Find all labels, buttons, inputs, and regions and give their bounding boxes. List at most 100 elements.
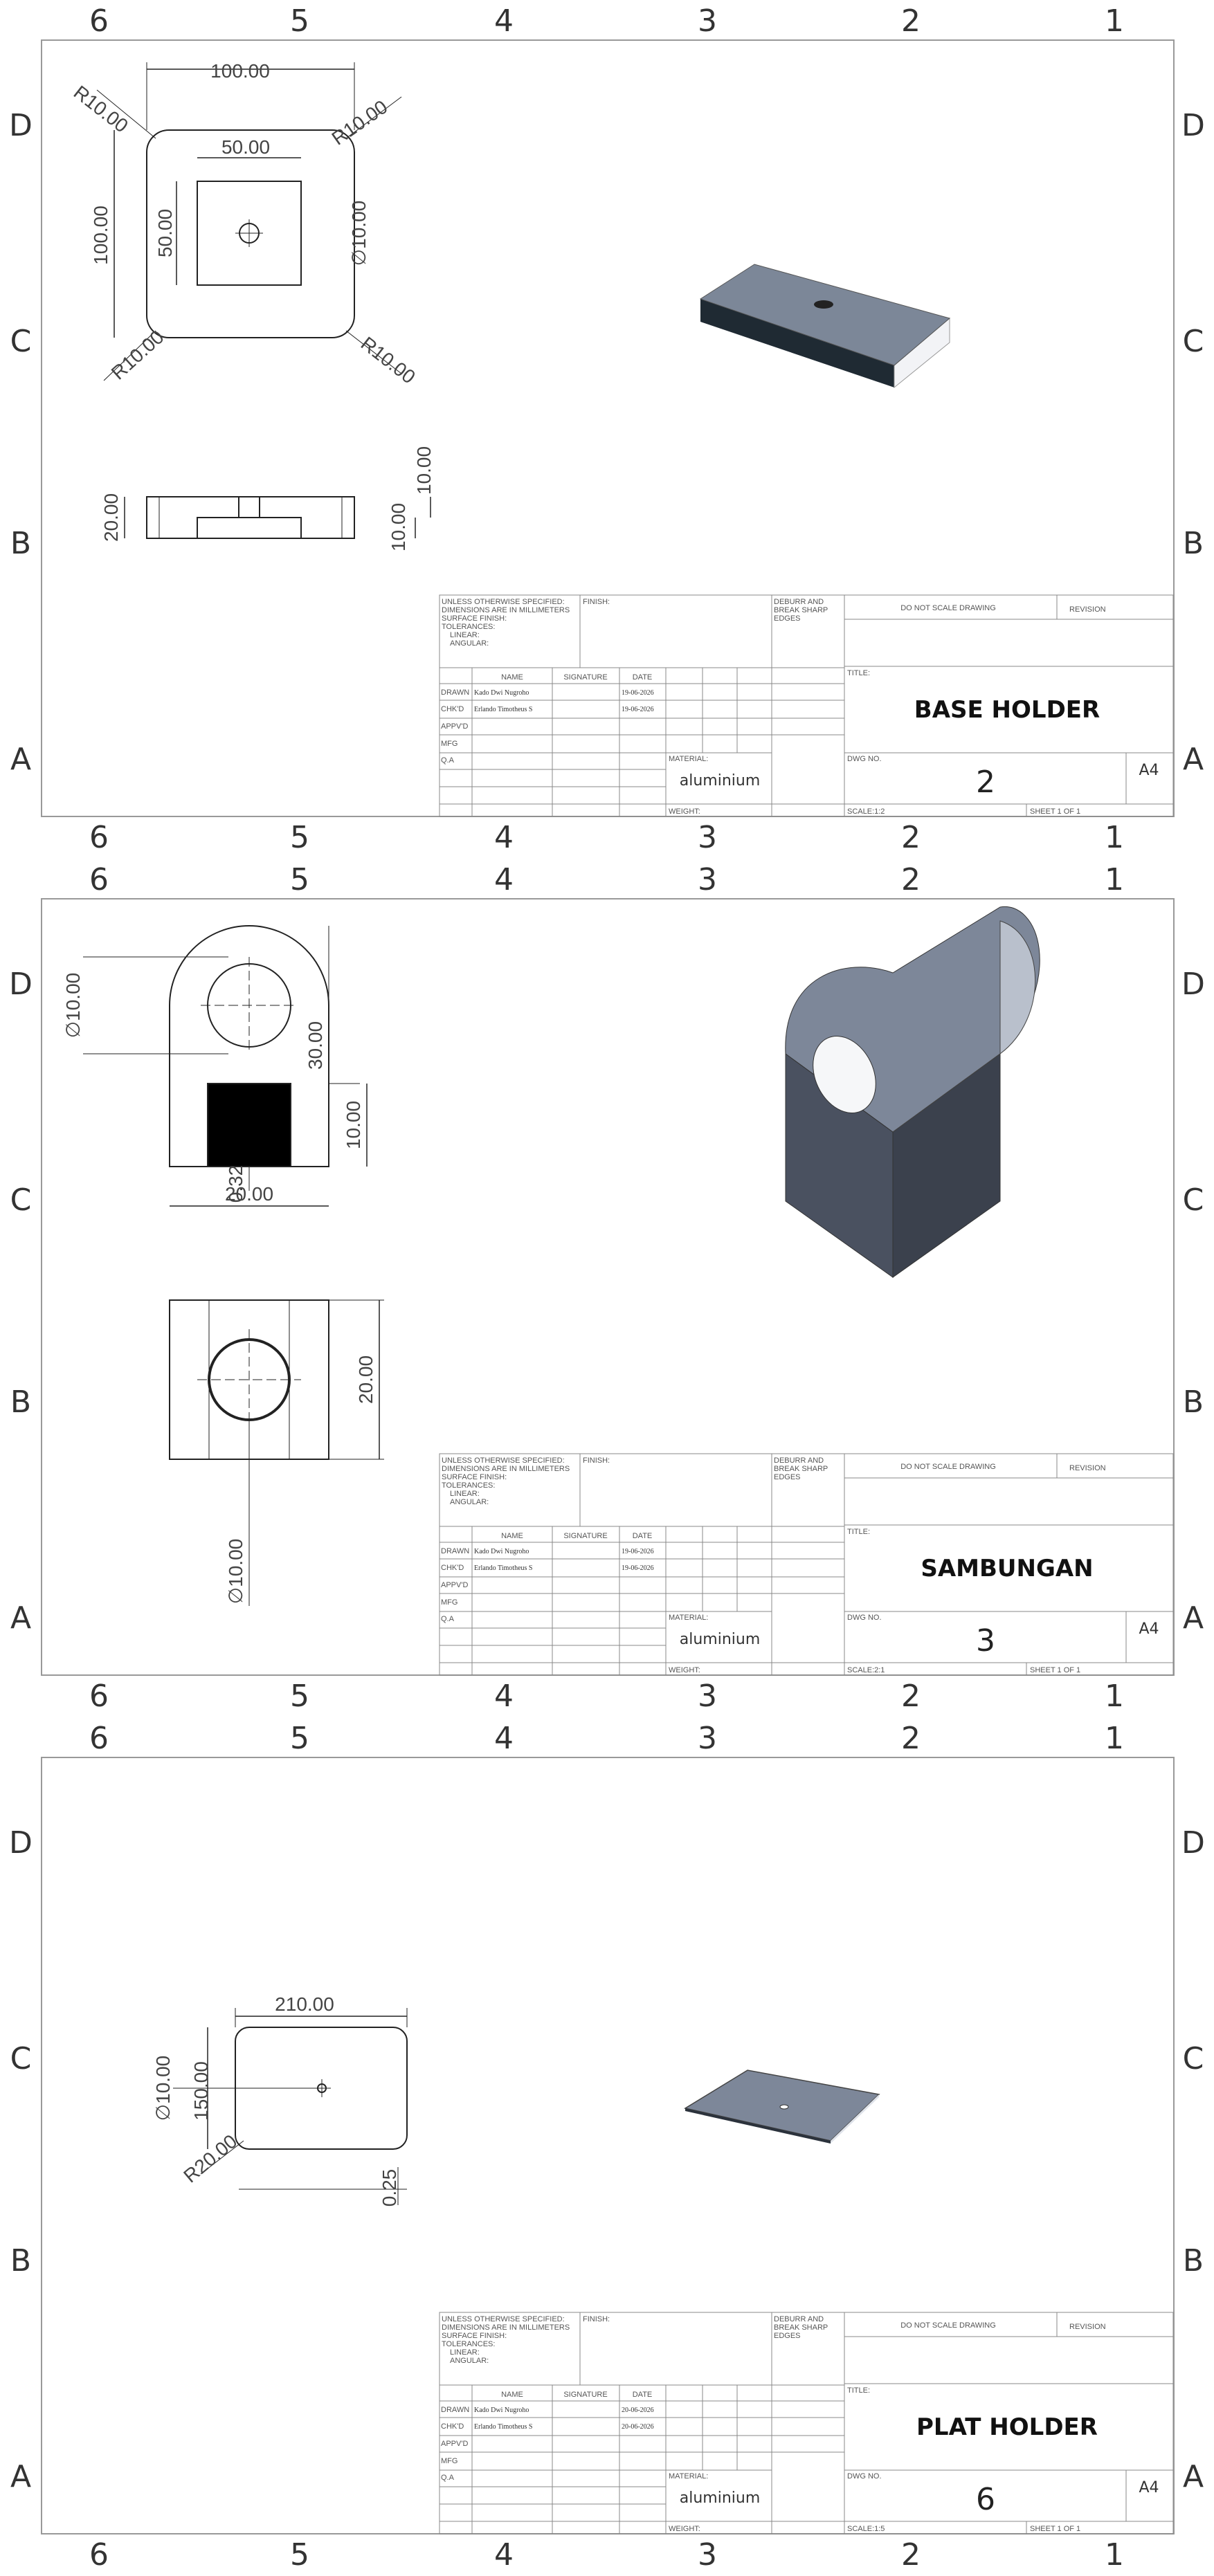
svg-text:UNLESS OTHERWISE SPECIFIED:: UNLESS OTHERWISE SPECIFIED: bbox=[442, 2315, 565, 2323]
drawn-date: 20-06-2026 bbox=[622, 2406, 654, 2414]
svg-text:ANGULAR:: ANGULAR: bbox=[450, 639, 489, 648]
zone-label: 5 bbox=[290, 2537, 309, 2573]
scale: SCALE:1:5 bbox=[847, 2525, 885, 2533]
zone-label: C bbox=[10, 1182, 32, 1218]
zone-col-labels-top: 6 5 4 3 2 1 bbox=[89, 3, 1124, 39]
zone-col-labels-bottom: 6 5 4 3 2 1 bbox=[89, 820, 1124, 855]
zone-label: C bbox=[1183, 2041, 1204, 2076]
svg-text:MFG: MFG bbox=[441, 740, 457, 748]
zone-label: 4 bbox=[494, 1679, 514, 1714]
isometric-view bbox=[785, 906, 1040, 1278]
svg-text:REVISION: REVISION bbox=[1069, 1464, 1106, 1472]
svg-text:BREAK SHARP: BREAK SHARP bbox=[774, 2323, 828, 2332]
zone-col-labels-bottom: 6 5 4 3 2 1 bbox=[89, 1679, 1124, 1714]
zone-label: 3 bbox=[698, 820, 717, 855]
checked-date: 20-06-2026 bbox=[622, 2423, 654, 2431]
zone-label: 2 bbox=[901, 3, 921, 39]
svg-text:DWG NO.: DWG NO. bbox=[847, 755, 882, 763]
zone-row-labels: D C B A D C B A bbox=[9, 108, 1205, 777]
checked-by: Erlando Timotheus S bbox=[474, 2423, 532, 2431]
dimension-radius: R10.00 bbox=[107, 326, 168, 383]
scale: SCALE:2:1 bbox=[847, 1666, 885, 1674]
zone-label: 4 bbox=[494, 820, 514, 855]
drawing-number: 2 bbox=[976, 765, 995, 800]
scale: SCALE:1:2 bbox=[847, 807, 885, 816]
svg-text:UNLESS OTHERWISE SPECIFIED:: UNLESS OTHERWISE SPECIFIED: bbox=[442, 1456, 565, 1465]
drawn-by: Kado Dwi Nugroho bbox=[474, 2406, 529, 2414]
svg-text:REVISION: REVISION bbox=[1069, 2323, 1106, 2331]
zone-label: A bbox=[1183, 1600, 1204, 1636]
dimension-hole: ∅10.00 bbox=[348, 201, 370, 266]
svg-text:SURFACE FINISH:: SURFACE FINISH: bbox=[442, 614, 507, 623]
material-value: aluminium bbox=[680, 772, 761, 789]
svg-text:ANGULAR:: ANGULAR: bbox=[450, 1498, 489, 1506]
svg-text:TITLE:: TITLE: bbox=[847, 2386, 870, 2395]
svg-text:DATE: DATE bbox=[633, 673, 653, 682]
zone-label: D bbox=[1181, 967, 1205, 1002]
dimension-width: 20.00 bbox=[225, 1183, 273, 1205]
checked-date: 19-06-2026 bbox=[622, 1564, 654, 1572]
svg-text:SIGNATURE: SIGNATURE bbox=[563, 673, 607, 682]
top-view bbox=[96, 62, 402, 381]
svg-text:SIGNATURE: SIGNATURE bbox=[563, 2391, 607, 2399]
zone-label: D bbox=[9, 108, 33, 143]
drawing-title: BASE HOLDER bbox=[914, 696, 1100, 724]
dimension-radius: R10.00 bbox=[70, 82, 132, 137]
checked-by: Erlando Timotheus S bbox=[474, 1564, 532, 1572]
zone-label: D bbox=[9, 1825, 33, 1861]
isometric-view bbox=[684, 2070, 880, 2144]
svg-text:BREAK SHARP: BREAK SHARP bbox=[774, 1465, 828, 1473]
svg-text:NAME: NAME bbox=[501, 673, 523, 682]
zone-label: 2 bbox=[901, 2537, 921, 2573]
drawing-sheet-1: 6 5 4 3 2 1 6 5 4 3 2 1 D C B A D C B A bbox=[0, 0, 1214, 859]
sheet-svg: 6 5 4 3 2 1 6 5 4 3 2 1 D C B A D C B A bbox=[9, 1721, 1205, 2573]
zone-label: 6 bbox=[89, 1679, 109, 1714]
dimension-inner-width: 50.00 bbox=[221, 136, 270, 158]
zone-label: 1 bbox=[1105, 3, 1124, 39]
sheet-count: SHEET 1 OF 1 bbox=[1030, 807, 1080, 816]
svg-text:FINISH:: FINISH: bbox=[583, 2315, 610, 2323]
zone-label: 3 bbox=[698, 3, 717, 39]
svg-text:DIMENSIONS ARE IN MILLIMETERS: DIMENSIONS ARE IN MILLIMETERS bbox=[442, 2323, 570, 2332]
bottom-view bbox=[169, 1299, 384, 1606]
svg-text:DO NOT SCALE DRAWING: DO NOT SCALE DRAWING bbox=[900, 604, 996, 612]
zone-label: 1 bbox=[1105, 2537, 1124, 2573]
zone-label: 2 bbox=[901, 1679, 921, 1714]
zone-label: D bbox=[1181, 1825, 1205, 1861]
front-view bbox=[83, 925, 368, 1207]
zone-label: 6 bbox=[89, 862, 109, 897]
zone-label: 5 bbox=[290, 1721, 309, 1756]
svg-text:ANGULAR:: ANGULAR: bbox=[450, 2357, 489, 2365]
drawn-date: 19-06-2026 bbox=[622, 1548, 654, 1555]
svg-text:LINEAR:: LINEAR: bbox=[450, 1490, 480, 1498]
svg-text:LINEAR:: LINEAR: bbox=[450, 2348, 480, 2357]
svg-text:TOLERANCES:: TOLERANCES: bbox=[442, 623, 495, 631]
svg-text:FINISH:: FINISH: bbox=[583, 598, 610, 606]
title-block-text: UNLESS OTHERWISE SPECIFIED: DIMENSIONS A… bbox=[441, 2315, 1159, 2533]
zone-label: 2 bbox=[901, 1721, 921, 1756]
svg-text:DATE: DATE bbox=[633, 2391, 653, 2399]
svg-text:LINEAR:: LINEAR: bbox=[450, 631, 480, 639]
svg-text:DO NOT SCALE DRAWING: DO NOT SCALE DRAWING bbox=[900, 2321, 996, 2330]
zone-label: 4 bbox=[494, 1721, 514, 1756]
title-block-text: UNLESS OTHERWISE SPECIFIED: DIMENSIONS A… bbox=[441, 1456, 1159, 1674]
title-block bbox=[439, 594, 1174, 817]
zone-label: 5 bbox=[290, 862, 309, 897]
dimension-radius: R20.00 bbox=[179, 2130, 241, 2187]
svg-text:TOLERANCES:: TOLERANCES: bbox=[442, 1481, 495, 1490]
dimension-thickness: 0.25 bbox=[379, 2169, 400, 2207]
svg-text:DEBURR AND: DEBURR AND bbox=[774, 1456, 824, 1465]
material-value: aluminium bbox=[680, 2490, 761, 2507]
svg-text:DEBURR AND: DEBURR AND bbox=[774, 2315, 824, 2323]
svg-text:APPV'D: APPV'D bbox=[441, 722, 468, 731]
svg-text:REVISION: REVISION bbox=[1069, 605, 1106, 614]
dimension-side-height: 20.00 bbox=[100, 493, 122, 542]
svg-text:CHK'D: CHK'D bbox=[441, 2422, 464, 2431]
zone-label: 5 bbox=[290, 3, 309, 39]
zone-label: B bbox=[1183, 1385, 1204, 1420]
sheet-size: A4 bbox=[1139, 1620, 1159, 1638]
drawing-sheet-3: 6 5 4 3 2 1 6 5 4 3 2 1 D C B A D C B A bbox=[0, 1717, 1214, 2576]
zone-label: 5 bbox=[290, 820, 309, 855]
dimension-hole-top: ∅10.00 bbox=[62, 973, 84, 1038]
drawing-number: 6 bbox=[976, 2482, 995, 2517]
